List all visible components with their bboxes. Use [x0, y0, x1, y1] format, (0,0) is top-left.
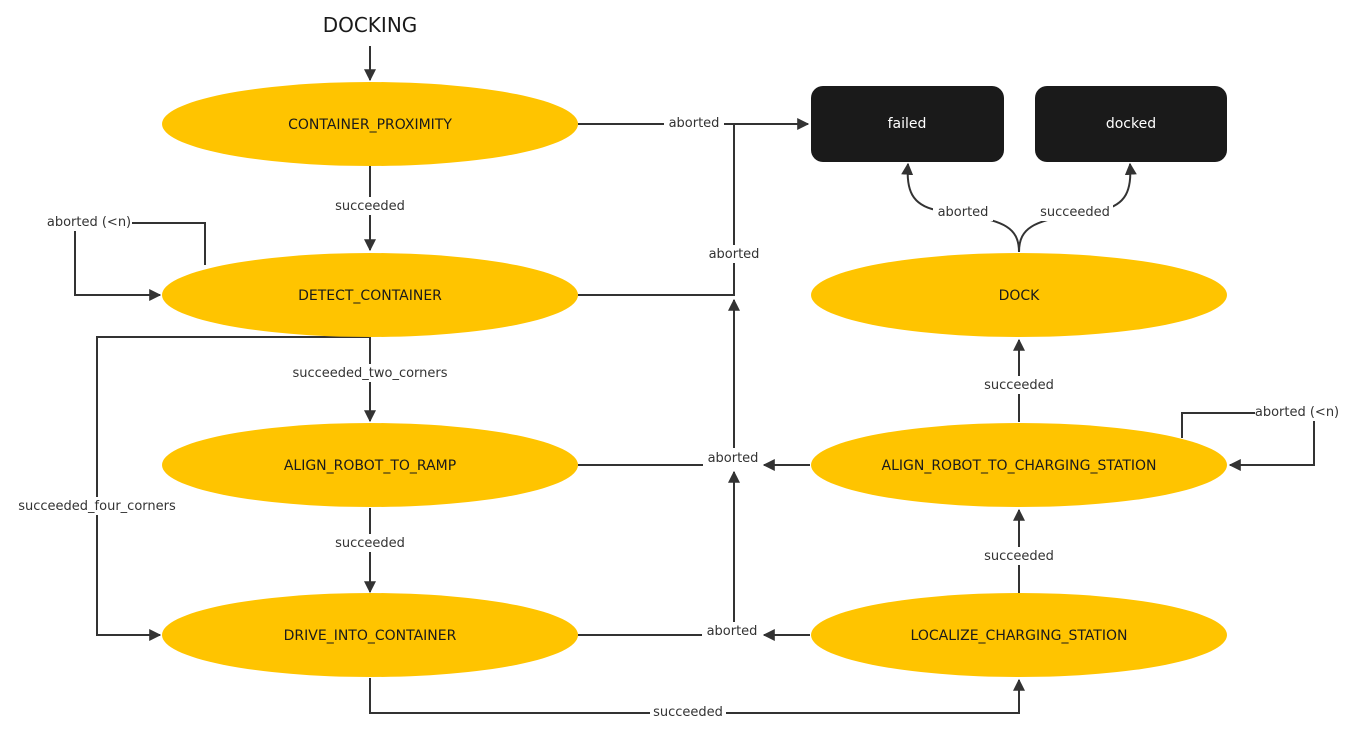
- edge-label-cp-aborted-text: aborted: [669, 116, 720, 131]
- final-state-docked[interactable]: docked: [1035, 86, 1227, 162]
- edge-dock-aborted-tail: [901, 162, 937, 211]
- edge-label-acs-succeeded-text: succeeded: [984, 378, 1054, 393]
- edge-label-dc-two-corners-text: succeeded_two_corners: [292, 366, 447, 381]
- edge-label-ramp-succeeded: succeeded: [332, 534, 408, 552]
- edge-dc-four-corners: [96, 336, 370, 641]
- edge-acs-retry: [1181, 412, 1255, 438]
- state-dock-shape: [811, 253, 1227, 337]
- edge-label-lcs-succeeded: succeeded: [981, 547, 1057, 565]
- edge-label-acs-succeeded-bg: [981, 376, 1057, 394]
- edge-label-lcs-succeeded-text: succeeded: [984, 549, 1054, 564]
- state-container-proximity[interactable]: CONTAINER_PROXIMITY: [162, 82, 578, 166]
- edge-label-drive-succeeded-bg: [650, 703, 726, 721]
- edge-label-ramp-aborted-bg: [703, 449, 763, 467]
- state-detect-container-shape: [162, 253, 578, 337]
- edge-label-dock-succeeded-bg: [1037, 203, 1113, 221]
- edge-label-dc-aborted-text: aborted: [709, 247, 760, 262]
- edge-label-dock-aborted-text: aborted: [938, 205, 989, 220]
- state-detect-container[interactable]: DETECT_CONTAINER: [162, 253, 578, 337]
- edge-label-drive-succeeded-text: succeeded: [653, 705, 723, 720]
- edge-label-cp-succeeded: succeeded: [332, 197, 408, 215]
- edge-label-dc-retry: aborted (<n): [46, 213, 132, 231]
- final-state-failed[interactable]: failed: [811, 86, 1004, 162]
- state-align-robot-to-charging-station[interactable]: ALIGN_ROBOT_TO_CHARGING_STATION: [811, 423, 1227, 507]
- edge-label-cp-succeeded-text: succeeded: [335, 199, 405, 214]
- edge-label-dc-aborted: aborted: [704, 245, 764, 263]
- state-align-robot-to-ramp-label: ALIGN_ROBOT_TO_RAMP: [284, 458, 456, 474]
- state-align-robot-to-ramp[interactable]: ALIGN_ROBOT_TO_RAMP: [162, 423, 578, 507]
- edge-label-dc-retry-text: aborted (<n): [47, 215, 131, 230]
- edge-label-dc-two-corners: succeeded_two_corners: [288, 364, 452, 382]
- state-drive-into-container-shape: [162, 593, 578, 677]
- edge-dc-aborted: [578, 124, 735, 296]
- state-dock[interactable]: DOCK: [811, 253, 1227, 337]
- edge-label-dc-aborted-bg: [704, 245, 764, 263]
- state-localize-charging-station-shape: [811, 593, 1227, 677]
- edge-label-acs-retry: aborted (<n): [1255, 403, 1341, 421]
- edge-acs-retry-return: [1228, 421, 1315, 471]
- edge-label-drive-aborted-bg: [702, 622, 762, 640]
- edge-label-dock-aborted: aborted: [933, 203, 993, 221]
- edge-label-ramp-succeeded-text: succeeded: [335, 536, 405, 551]
- edge-dc-retry: [132, 222, 206, 265]
- edge-label-dc-two-corners-bg: [288, 364, 452, 382]
- final-state-docked-shape: [1035, 86, 1227, 162]
- state-container-proximity-label: CONTAINER_PROXIMITY: [288, 117, 452, 133]
- edge-label-drive-succeeded: succeeded: [650, 703, 726, 721]
- final-state-failed-label: failed: [888, 116, 927, 132]
- state-detect-container-label: DETECT_CONTAINER: [298, 288, 442, 304]
- edge-label-cp-aborted: aborted: [664, 114, 724, 132]
- edge-label-dc-four-corners-text: succeeded_four_corners: [18, 499, 176, 514]
- edge-dc-retry-return: [74, 230, 162, 301]
- state-dock-label: DOCK: [999, 288, 1041, 304]
- edge-label-dock-succeeded: succeeded: [1037, 203, 1113, 221]
- diagram-title: DOCKING: [323, 13, 418, 37]
- state-align-robot-to-ramp-shape: [162, 423, 578, 507]
- edge-label-cp-succeeded-bg: [332, 197, 408, 215]
- state-align-robot-to-charging-station-shape: [811, 423, 1227, 507]
- state-align-robot-to-charging-station-label: ALIGN_ROBOT_TO_CHARGING_STATION: [882, 458, 1157, 474]
- edge-label-ramp-aborted-text: aborted: [708, 451, 759, 466]
- edge-label-acs-retry-text: aborted (<n): [1255, 405, 1339, 420]
- state-localize-charging-station[interactable]: LOCALIZE_CHARGING_STATION: [811, 593, 1227, 677]
- edge-label-dc-retry-bg: [46, 213, 132, 231]
- final-state-failed-shape: [811, 86, 1004, 162]
- edge-label-dc-four-corners: succeeded_four_corners: [16, 497, 178, 515]
- edge-label-lcs-succeeded-bg: [981, 547, 1057, 565]
- edge-label-acs-succeeded: succeeded: [981, 376, 1057, 394]
- edge-label-drive-aborted: aborted: [702, 622, 762, 640]
- state-drive-into-container[interactable]: DRIVE_INTO_CONTAINER: [162, 593, 578, 677]
- edge-label-cp-aborted-bg: [664, 114, 724, 132]
- edge-label-dock-succeeded-text: succeeded: [1040, 205, 1110, 220]
- state-container-proximity-shape: [162, 82, 578, 166]
- edge-label-dock-aborted-bg: [933, 203, 993, 221]
- edge-label-ramp-succeeded-bg: [332, 534, 408, 552]
- final-state-docked-label: docked: [1106, 116, 1156, 132]
- edge-label-dc-four-corners-bg: [16, 497, 178, 515]
- edge-label-ramp-aborted: aborted: [703, 449, 763, 467]
- state-localize-charging-station-label: LOCALIZE_CHARGING_STATION: [911, 628, 1128, 644]
- state-drive-into-container-label: DRIVE_INTO_CONTAINER: [284, 628, 457, 644]
- edge-label-acs-retry-bg: [1255, 403, 1341, 421]
- edge-label-drive-aborted-text: aborted: [707, 624, 758, 639]
